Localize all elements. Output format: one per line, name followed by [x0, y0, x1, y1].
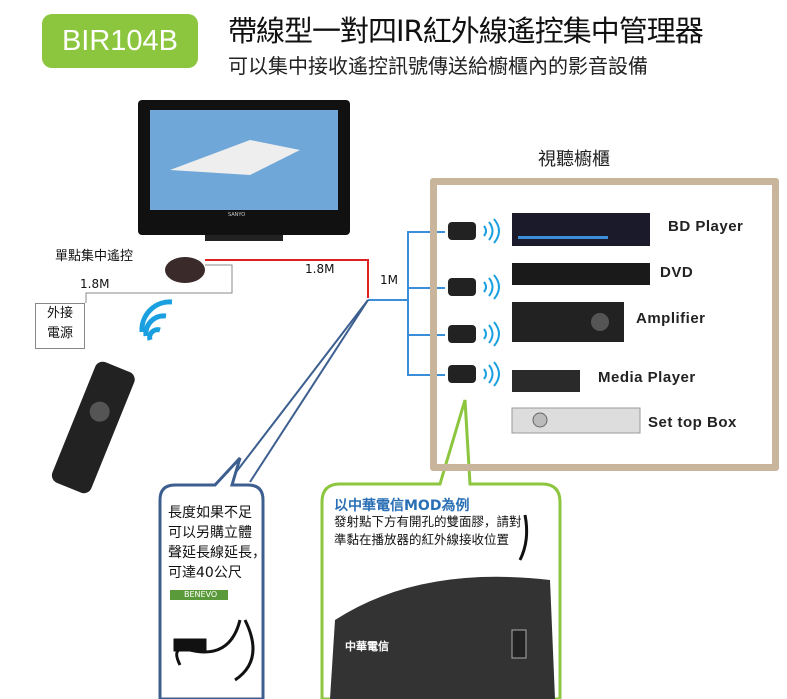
page-title: 帶線型一對四IR紅外線遙控集中管理器: [228, 14, 704, 48]
mod-callout-title: 以中華電信MOD為例: [334, 498, 470, 514]
device-label: BD Player: [668, 218, 744, 235]
cable-length-3: 1M: [380, 273, 398, 287]
power-cable: [85, 264, 233, 303]
cabinet-frame: [430, 178, 779, 471]
device-label: DVD: [660, 264, 694, 281]
device-label: Set top Box: [648, 414, 737, 431]
device-label: Amplifier: [636, 310, 706, 327]
remote-control-icon: [51, 361, 135, 494]
page-subtitle: 可以集中接收遙控訊號傳送給櫥櫃內的影音設備: [228, 54, 648, 78]
ir-emitters: [448, 222, 476, 383]
model-badge: BIR104B: [42, 14, 198, 68]
wifi-signal-icon: [139, 299, 173, 341]
ir-receiver-icon: [165, 257, 205, 283]
benevo-logo-text: BENEVO: [184, 590, 218, 599]
tv-brand: SANYO: [228, 212, 246, 218]
cabinet-title: 視聽櫥櫃: [538, 149, 610, 170]
mod-device-image: [330, 514, 555, 699]
extension-callout-text: 長度如果不足 可以另購立體 聲延長線延長， 可達40公尺: [168, 505, 266, 581]
power-label: 外接 電源: [35, 303, 85, 349]
mod-callout-text: 發射點下方有開孔的雙面膠，請對 準黏在播放器的紅外線接收位置: [334, 514, 522, 547]
main-cable: [205, 259, 369, 298]
mod-device-label: 中華電信: [345, 640, 389, 653]
cable-length-1: 1.8M: [80, 277, 110, 291]
extension-cable-image: [173, 619, 255, 682]
receiver-label: 單點集中遙控: [55, 249, 134, 264]
emitter-signal-icons: [483, 218, 500, 387]
device-label: Media Player: [598, 369, 696, 386]
benevo-logo: [170, 590, 228, 600]
cable-length-2: 1.8M: [305, 262, 335, 276]
tv-icon: [138, 100, 350, 241]
device-images: [511, 213, 650, 434]
